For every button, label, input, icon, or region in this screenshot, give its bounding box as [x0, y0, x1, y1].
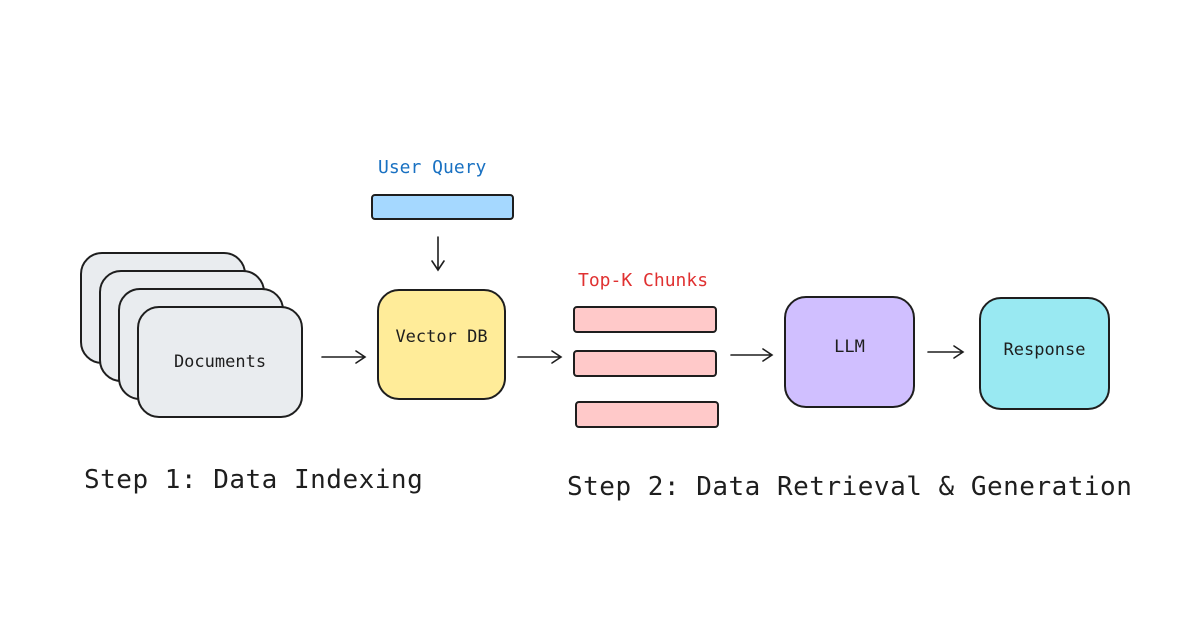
step-2-caption: Step 2: Data Retrieval & Generation [567, 472, 1133, 502]
top-k-chunks-label: Top-K Chunks [578, 270, 709, 291]
llm-label: LLM [834, 337, 865, 357]
arrow-query-to-vectordb [431, 236, 445, 272]
chunk-bar-1 [573, 306, 717, 333]
vector-db-label: Vector DB [395, 326, 488, 347]
arrow-documents-to-vectordb [321, 350, 367, 364]
chunk-bar-2 [573, 350, 717, 377]
documents-label: Documents [173, 352, 267, 372]
arrow-vectordb-to-chunks [517, 350, 563, 364]
llm-node: LLM [784, 296, 915, 408]
vector-db-node: Vector DB [377, 289, 506, 400]
arrow-llm-to-response [927, 345, 965, 359]
arrow-chunks-to-llm [730, 348, 774, 362]
user-query-label: User Query [378, 157, 487, 178]
step-1-caption: Step 1: Data Indexing [84, 465, 424, 495]
response-node: Response [979, 297, 1110, 410]
user-query-bar [371, 194, 514, 220]
chunk-bar-3 [575, 401, 719, 428]
document-card-front: Documents [137, 306, 303, 418]
response-label: Response [1003, 339, 1086, 360]
